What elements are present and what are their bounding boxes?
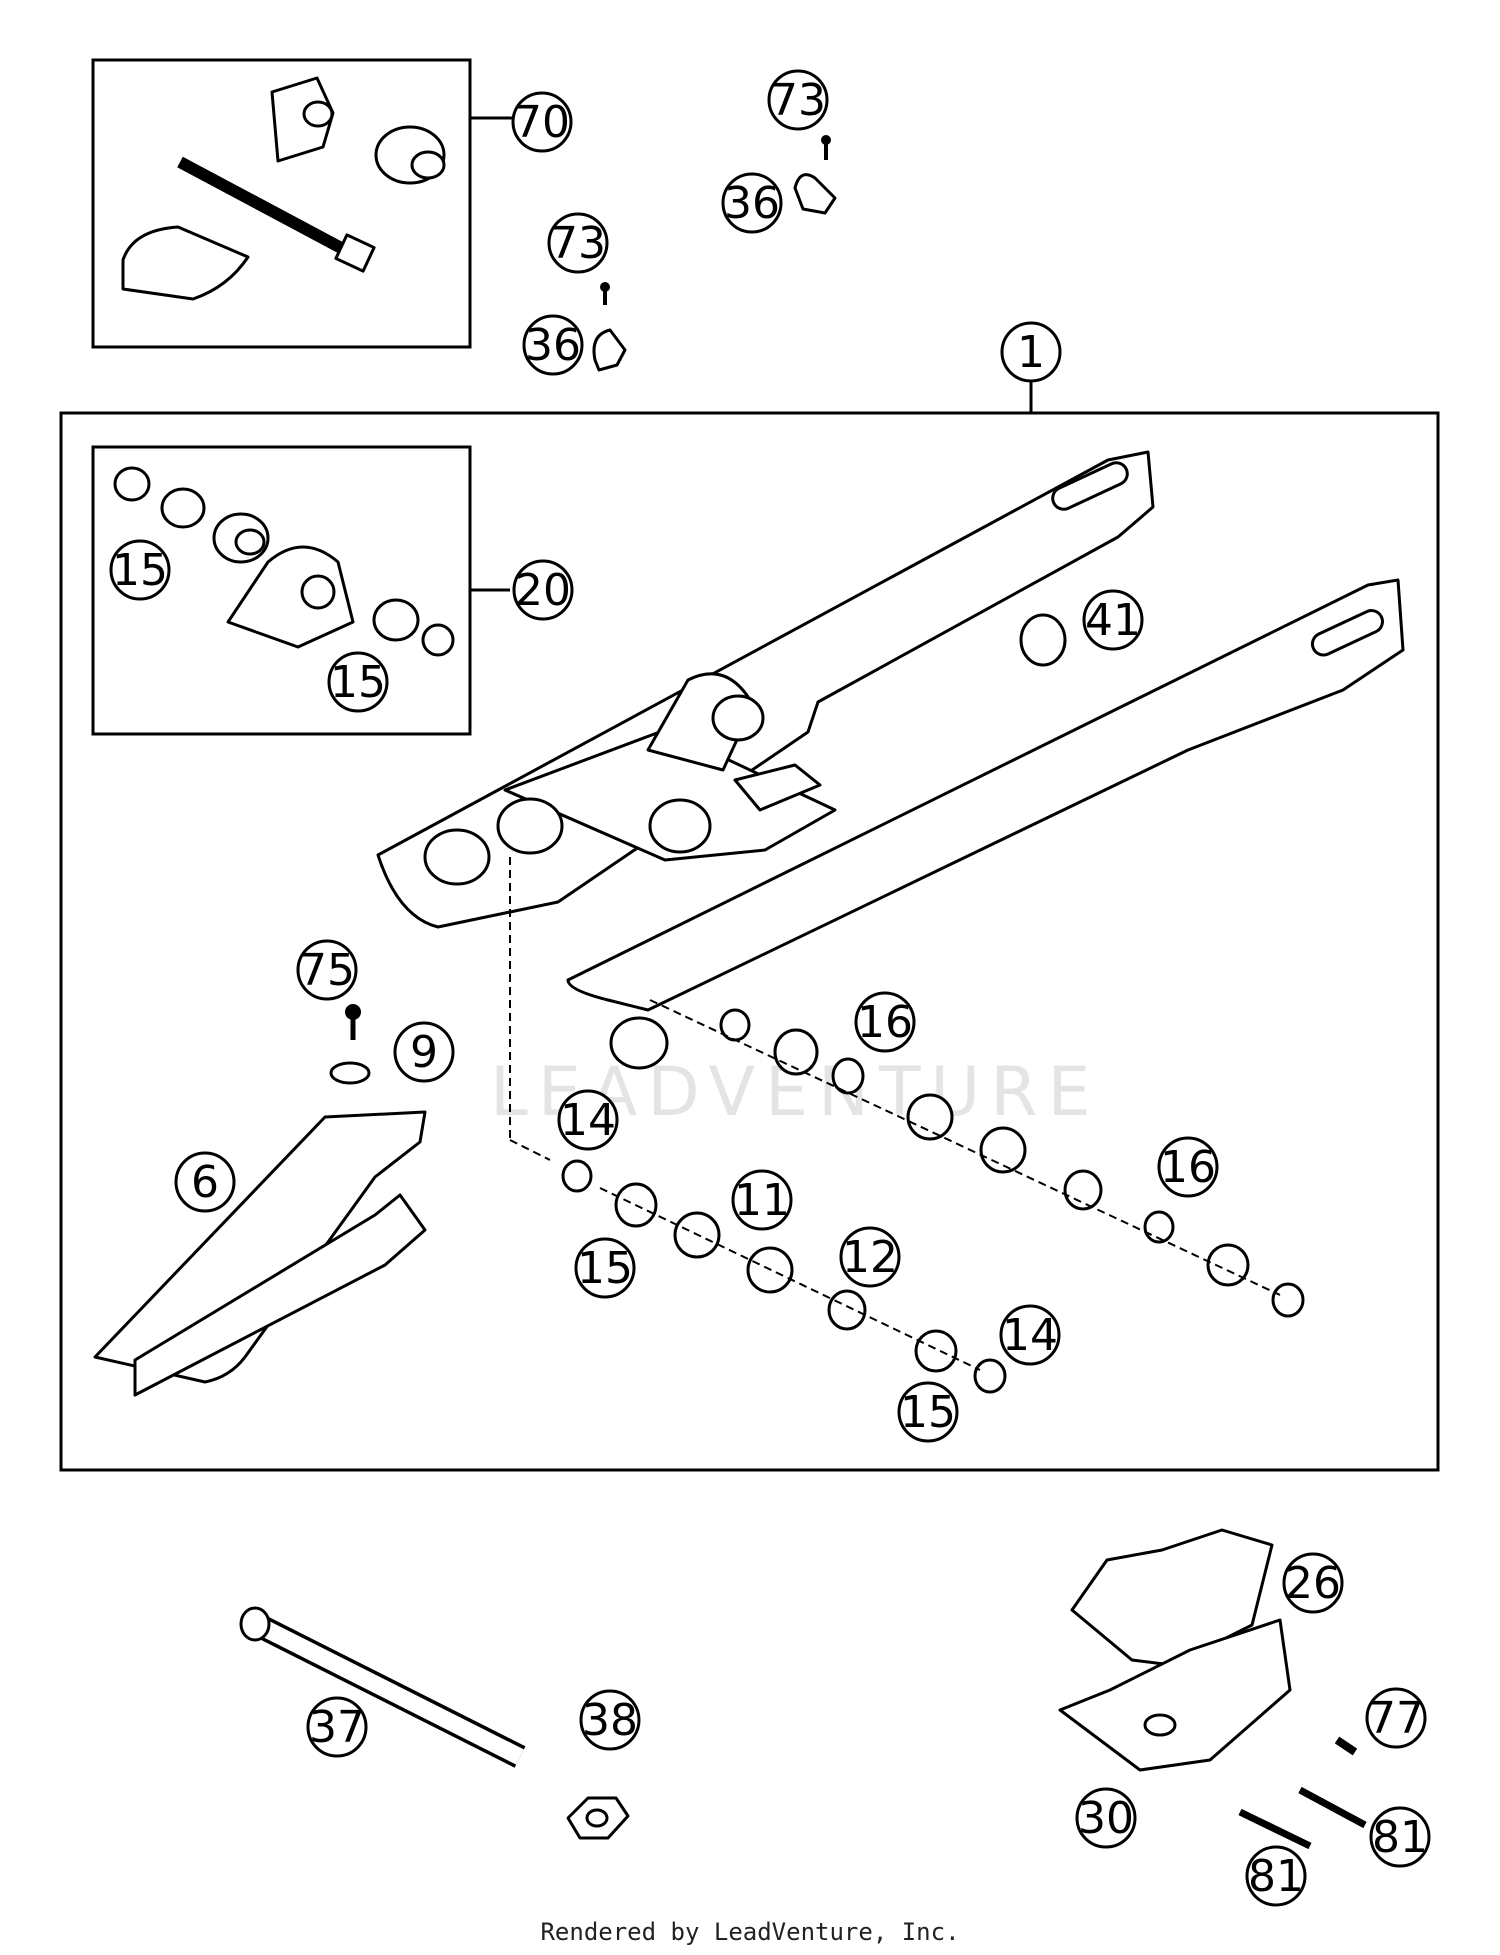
callout-26: 26: [1282, 1552, 1344, 1614]
callout-label: 41: [1085, 595, 1141, 646]
callout-label: 81: [1372, 1812, 1428, 1863]
callout-20: 20: [512, 559, 574, 621]
callout-label: 36: [724, 178, 780, 229]
callout-label: 15: [112, 545, 168, 596]
callout-label: 14: [1002, 1310, 1058, 1361]
callout-15: 15: [327, 651, 389, 713]
callout-15: 15: [897, 1381, 959, 1443]
callout-30: 30: [1075, 1787, 1137, 1849]
pivot-bearing-stack-left: [509, 857, 1007, 1394]
callout-37: 37: [306, 1696, 368, 1758]
callout-label: 15: [330, 657, 386, 708]
callout-label: 6: [191, 1157, 219, 1208]
callout-36: 36: [721, 172, 783, 234]
callout-layer: 70 73 36 73 36 1 15 20 15 41 75 9 16 14 6 11 16 15 12 14 15 2…: [109, 69, 1431, 1907]
callout-label: 16: [857, 997, 913, 1048]
callout-1: 1: [1000, 321, 1062, 383]
callout-label: 70: [514, 97, 570, 148]
callout-label: 77: [1368, 1693, 1424, 1744]
callout-label: 81: [1248, 1851, 1304, 1902]
chain-guide-26: [1070, 1528, 1274, 1667]
callout-label: 1: [1017, 327, 1045, 378]
callout-label: 36: [525, 320, 581, 371]
callout-label: 9: [410, 1027, 438, 1078]
chain-slider-6: [93, 1110, 427, 1397]
cable-clip-36-lower: [592, 282, 627, 372]
callout-label: 73: [550, 218, 606, 269]
callout-label: 11: [734, 1175, 790, 1226]
callout-9: 9: [393, 1021, 455, 1083]
bolts-77-81: [1238, 1736, 1367, 1850]
callout-77: 77: [1365, 1687, 1427, 1749]
callout-14: 14: [999, 1304, 1061, 1366]
callout-label: 26: [1285, 1558, 1341, 1609]
callout-label: 20: [515, 565, 571, 616]
callout-label: 37: [309, 1702, 365, 1753]
swingarm-frame: [376, 450, 1405, 1070]
pivot-bearing-stack-right: [649, 999, 1305, 1318]
callout-38: 38: [579, 1689, 641, 1751]
chain-guide-bracket-30: [1058, 1618, 1292, 1772]
callout-label: 16: [1160, 1142, 1216, 1193]
callout-73: 73: [767, 69, 829, 131]
callout-41: 41: [1082, 589, 1144, 651]
callout-label: 30: [1078, 1793, 1134, 1844]
callout-label: 15: [900, 1387, 956, 1438]
cable-clip-36-upper: [793, 135, 837, 215]
callout-label: 15: [577, 1243, 633, 1294]
callout-81: 81: [1369, 1806, 1431, 1868]
callout-16: 16: [854, 991, 916, 1053]
callout-label: 73: [770, 75, 826, 126]
callout-75: 75: [296, 939, 358, 1001]
callout-label: 75: [299, 945, 355, 996]
callout-label: 38: [582, 1695, 638, 1746]
callout-81: 81: [1245, 1845, 1307, 1907]
callout-15: 15: [109, 539, 171, 601]
swingarm-group-box: [59, 377, 1440, 1472]
pivot-axle-37: [239, 1606, 526, 1768]
callout-16: 16: [1157, 1136, 1219, 1198]
callout-14: 14: [557, 1089, 619, 1151]
nut-38: [566, 1796, 630, 1840]
callout-70: 70: [511, 91, 573, 153]
callout-label: 12: [842, 1232, 898, 1283]
callout-36: 36: [522, 314, 584, 376]
kit-70-box: [91, 58, 515, 349]
callout-12: 12: [839, 1226, 901, 1288]
callout-15: 15: [574, 1237, 636, 1299]
callout-73: 73: [547, 212, 609, 274]
callout-11: 11: [731, 1169, 793, 1231]
screw-75-washer-9: [329, 1004, 371, 1085]
bearing-kit-20-box: [91, 445, 510, 736]
callout-6: 6: [174, 1151, 236, 1213]
footer-credit: Rendered by LeadVenture, Inc.: [540, 1918, 960, 1946]
callout-label: 14: [560, 1095, 616, 1146]
